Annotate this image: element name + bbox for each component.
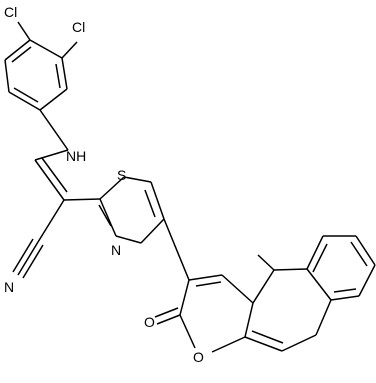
coumarin-lactone-ring — [179, 274, 254, 353]
amine-atom-label: NH — [66, 148, 86, 164]
carbonyl-oxygen-atom-label: O — [144, 314, 155, 330]
amine-vinyl-linker — [34, 109, 69, 201]
thiazole-nitrogen-atom-label: N — [111, 242, 121, 258]
ring-oxygen-atom-label: O — [193, 349, 204, 365]
carbonyl-group — [154, 307, 181, 325]
sulfur-atom-label: S — [117, 167, 126, 183]
thiazole-coumarin-bond — [163, 218, 190, 281]
thiazole-ring — [63, 176, 165, 244]
chlorine-bonds — [17, 21, 78, 59]
nitrile-nitrogen-atom-label: N — [4, 279, 14, 295]
dichlorophenyl-ring — [4, 39, 68, 111]
chlorine-atom-label-right: Cl — [72, 19, 85, 35]
naphthalene-rings — [244, 235, 376, 352]
chlorine-atom-label-top: Cl — [4, 4, 17, 20]
nitrile-group — [12, 199, 65, 279]
